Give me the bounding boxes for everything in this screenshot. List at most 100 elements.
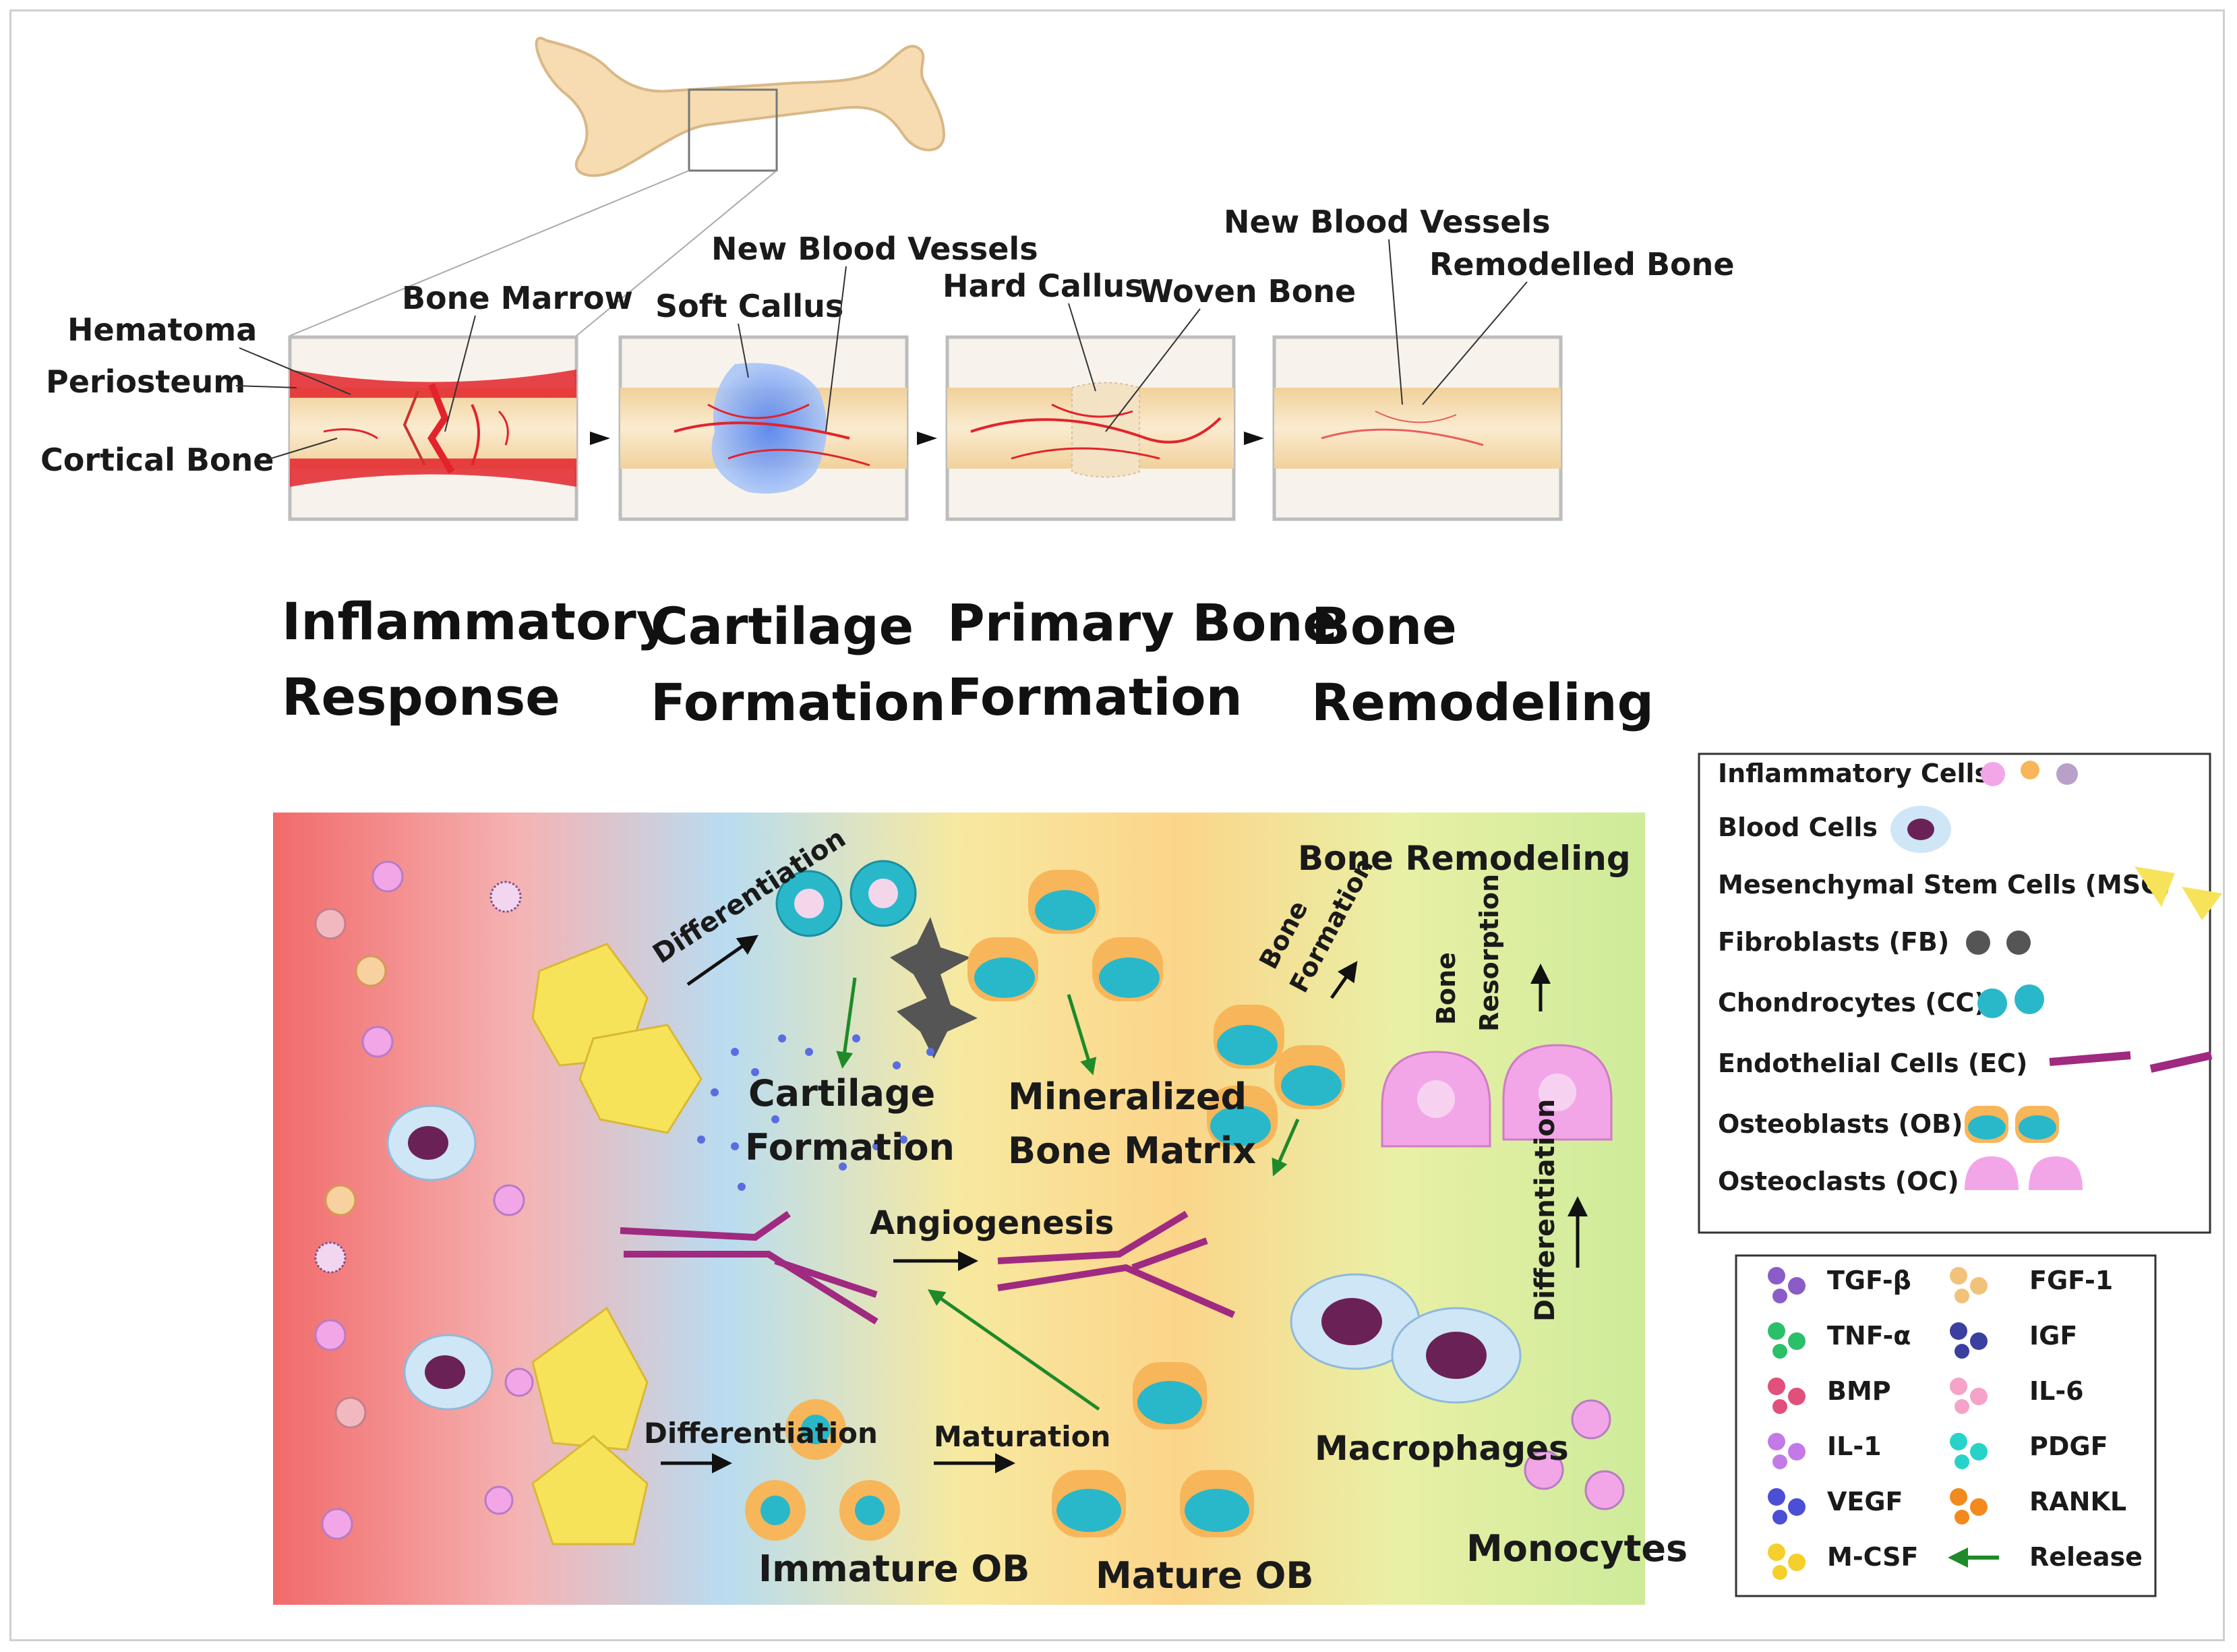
label-mineralized-1: Mineralized: [1008, 1075, 1247, 1118]
msc-icon: [2135, 866, 2222, 920]
monocytes-cells: [1524, 1399, 1625, 1510]
chondrocytes: [775, 860, 917, 937]
legend-factor-row: TGF-β: [1768, 1266, 1911, 1303]
label-bone-remodeling: Bone Remodeling: [1298, 839, 1631, 878]
legend-factor-row: TNF-α: [1768, 1321, 1911, 1359]
legend-factor-row: BMP: [1768, 1376, 1891, 1414]
cartilage-dot: [738, 1183, 746, 1191]
cartilage-dot: [731, 1142, 739, 1150]
chondrocyte-icon: [1977, 984, 2044, 1018]
cartilage-dot: [893, 1061, 901, 1069]
cartilage-dot: [913, 1088, 921, 1096]
legend-factor-label: BMP: [1827, 1376, 1891, 1406]
macrophages-cells: [1290, 1273, 1522, 1404]
panel-primary-bone: [945, 335, 1236, 521]
fibroblast-icon: [1966, 931, 2031, 955]
legend-cell-row: Chondrocytes (CC): [1718, 984, 2044, 1018]
cartilage-dot: [899, 1135, 907, 1144]
label-cartilage-formation-2: Formation: [745, 1126, 955, 1169]
legend-factor-label: PDGF: [2029, 1432, 2108, 1461]
inflammatory-cells: [314, 860, 534, 1540]
legend-cell-label: Inflammatory Cells: [1718, 759, 1990, 788]
inflammatory-cells-icon: [1981, 761, 2078, 786]
cartilage-dot: [805, 1048, 813, 1056]
endothelial-icon: [2049, 1051, 2213, 1073]
legend-factor-row: RANKL: [1950, 1487, 2126, 1525]
factor-icon: [1950, 1433, 1988, 1469]
legend-cell-row: Endothelial Cells (EC): [1718, 1049, 2213, 1078]
label-periosteum: Periosteum: [46, 363, 245, 400]
legend-factor-label: TGF-β: [1827, 1266, 1911, 1295]
legend-factors-box: [1735, 1254, 2157, 1597]
factor-icon: [1950, 1322, 1988, 1359]
stage-1-line2: Response: [282, 667, 560, 727]
legend-factor-label: IGF: [2029, 1321, 2077, 1351]
factor-icon: [1768, 1378, 1806, 1414]
legend-factor-row: IL-6: [1950, 1376, 2084, 1414]
osteoblasts: [745, 870, 1345, 1541]
cartilage-dot: [839, 1162, 847, 1171]
cartilage-dot: [926, 1048, 934, 1056]
legend-cell-row: Inflammatory Cells: [1718, 759, 2078, 788]
stage-2-line2: Formation: [651, 672, 946, 732]
stage-4-line1: Bone: [1311, 596, 1457, 656]
legend-cell-row: Osteoblasts (OB): [1718, 1106, 2059, 1143]
label-bone-resorption-1: Bone: [1431, 952, 1461, 1025]
cartilage-dot: [711, 1088, 719, 1096]
label-angiogenesis: Angiogenesis: [870, 1204, 1114, 1242]
factor-icon: [1768, 1267, 1806, 1303]
cartilage-dot: [731, 1048, 739, 1056]
factor-icon: [1768, 1488, 1806, 1525]
legend-factor-row: FGF-1: [1950, 1266, 2113, 1303]
figure-frame: [9, 9, 2225, 1641]
femur-illustration: [289, 36, 946, 336]
panel-remodeling: [1272, 335, 1563, 521]
cartilage-dot: [697, 1135, 705, 1144]
legend-factor-label: Release: [2029, 1542, 2143, 1572]
legend-factor-label: TNF-α: [1827, 1321, 1911, 1351]
cartilage-dot: [872, 1142, 881, 1150]
label-immature-ob: Immature OB: [758, 1547, 1030, 1590]
process-panel: Differentiation Cartilage Formation Mine…: [273, 813, 1688, 1605]
label-cortical-bone: Cortical Bone: [40, 442, 274, 478]
label-mature-ob: Mature OB: [1096, 1554, 1314, 1597]
label-soft-callus: Soft Callus: [655, 288, 843, 324]
legend-factor-row: M-CSF: [1768, 1542, 1919, 1580]
fibroblasts: [890, 917, 978, 1059]
label-cartilage-formation-1: Cartilage: [748, 1072, 935, 1115]
legend-cell-label: Fibroblasts (FB): [1718, 927, 1949, 957]
label-differentiation-right: Differentiation: [1530, 1099, 1561, 1322]
label-new-blood-vessels-1: New Blood Vessels: [711, 231, 1038, 267]
cartilage-dot: [751, 1068, 759, 1076]
legend-cell-label: Chondrocytes (CC): [1718, 988, 1986, 1017]
blood-cells-icon: [1890, 806, 1951, 853]
legend-factor-label: IL-6: [2029, 1376, 2084, 1406]
factor-icon: [1950, 1378, 1988, 1414]
label-woven-bone: Woven Bone: [1139, 273, 1356, 309]
cartilage-dot: [771, 1115, 779, 1123]
legend-cell-label: Mesenchymal Stem Cells (MSC): [1718, 870, 2171, 899]
legend-factor-row: IL-1: [1768, 1432, 1882, 1469]
cartilage-dots: [697, 1034, 934, 1191]
stage-2-line1: Cartilage: [651, 596, 914, 656]
label-differentiation-bottom: Differentiation: [644, 1417, 878, 1450]
msc-cells: [531, 943, 703, 1545]
legend-factor-row: Release: [1948, 1542, 2143, 1572]
osteoclasts: [1381, 1044, 1613, 1148]
factor-icon: [1768, 1433, 1806, 1469]
legend-cells-box: [1698, 753, 2211, 1234]
label-hard-callus: Hard Callus: [943, 268, 1143, 304]
label-new-blood-vessels-2: New Blood Vessels: [1224, 204, 1551, 240]
factor-icon: [1768, 1543, 1806, 1580]
factor-icon: [1950, 1488, 1988, 1525]
label-maturation: Maturation: [934, 1420, 1110, 1453]
legend-factor-label: M-CSF: [1827, 1542, 1919, 1572]
legend-factor-label: IL-1: [1827, 1432, 1882, 1461]
legend-cell-label: Endothelial Cells (EC): [1718, 1049, 2027, 1078]
label-bone-marrow: Bone Marrow: [402, 280, 633, 316]
legend-cell-label: Blood Cells: [1718, 813, 1878, 842]
label-macrophages: Macrophages: [1315, 1429, 1569, 1468]
legend-factor-label: FGF-1: [2029, 1266, 2113, 1295]
